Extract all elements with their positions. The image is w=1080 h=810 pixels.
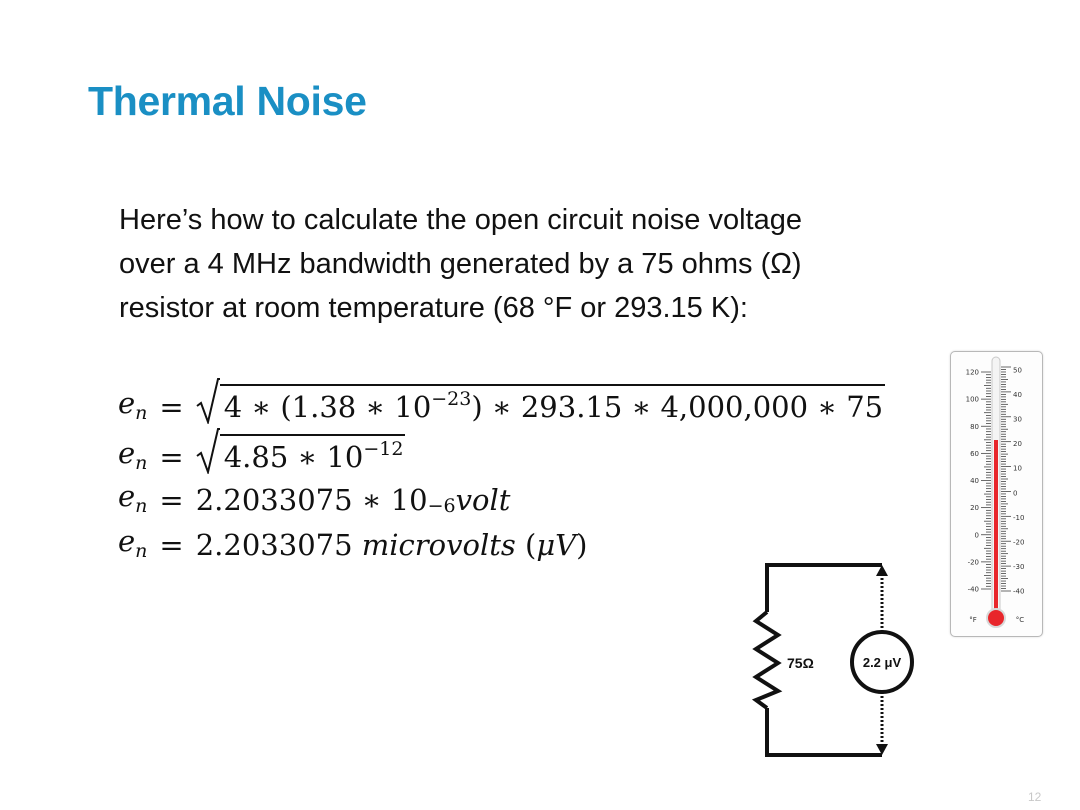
voltage-source-icon xyxy=(850,630,914,694)
fahrenheit-label: 20 xyxy=(970,504,979,512)
celsius-unit: °C xyxy=(1016,616,1025,624)
celsius-label: 0 xyxy=(1013,489,1017,497)
fahrenheit-label: 40 xyxy=(970,477,979,485)
fahrenheit-label: -20 xyxy=(968,558,979,566)
equation-1: en = 4 ∗ (1.38 ∗ 10−23) ∗ 293.15 ∗ 4,000… xyxy=(118,378,886,424)
equation-2: en = 4.85 ∗ 10−12 xyxy=(118,428,406,474)
fahrenheit-label: 60 xyxy=(970,450,979,458)
intro-line: resistor at room temperature (68 °F or 2… xyxy=(119,292,748,324)
radicand: 4 ∗ (1.38 ∗ 10−23) ∗ 293.15 ∗ 4,000,000 … xyxy=(219,384,886,424)
equals-sign: = xyxy=(159,483,184,517)
celsius-label: -10 xyxy=(1013,514,1024,522)
celsius-label: -40 xyxy=(1013,588,1024,596)
intro-paragraph: Here’s how to calculate the open circuit… xyxy=(119,198,999,330)
square-root: 4 ∗ (1.38 ∗ 10−23) ∗ 293.15 ∗ 4,000,000 … xyxy=(196,378,886,424)
fahrenheit-label: 0 xyxy=(975,531,979,539)
equation-4: en = 2.2033075 microvolts (μV) xyxy=(118,524,587,562)
circuit-schematic: 75Ω 2.2 μV xyxy=(751,563,914,757)
celsius-label: 30 xyxy=(1013,416,1022,424)
slide-title: Thermal Noise xyxy=(88,78,367,124)
celsius-label: 40 xyxy=(1013,391,1022,399)
fahrenheit-label: 80 xyxy=(970,423,979,431)
intro-line: over a 4 MHz bandwidth generated by a 75… xyxy=(119,248,802,280)
noise-voltage-symbol: en xyxy=(118,479,148,517)
circuit-diagram: 75Ω 2.2 μV xyxy=(750,560,925,765)
fahrenheit-label: 100 xyxy=(966,396,979,404)
fahrenheit-label: -40 xyxy=(968,586,979,594)
celsius-label: -20 xyxy=(1013,538,1024,546)
result-value: 2.2033075 ∗ 10 xyxy=(195,483,428,517)
equals-sign: = xyxy=(159,528,184,562)
equals-sign: = xyxy=(159,440,184,474)
celsius-label: 50 xyxy=(1013,367,1022,375)
fahrenheit-unit: °F xyxy=(969,616,977,624)
celsius-label: 10 xyxy=(1013,465,1022,473)
fahrenheit-label: 120 xyxy=(966,369,979,377)
radical-sign-icon xyxy=(196,428,220,474)
page-number: 12 xyxy=(1028,790,1042,804)
equals-sign: = xyxy=(159,390,184,424)
unit-volt: volt xyxy=(455,483,511,517)
noise-voltage-symbol: en xyxy=(118,524,148,562)
intro-line: Here’s how to calculate the open circuit… xyxy=(119,204,802,236)
noise-voltage-symbol: en xyxy=(118,436,148,474)
resistor-label: 75Ω xyxy=(787,655,814,671)
celsius-label: 20 xyxy=(1013,440,1022,448)
source-voltage-label: 2.2 μV xyxy=(863,655,902,670)
result-value: 2.2033075 microvolts (μV) xyxy=(195,528,588,562)
celsius-label: -30 xyxy=(1013,563,1024,571)
radicand: 4.85 ∗ 10−12 xyxy=(219,434,406,474)
square-root: 4.85 ∗ 10−12 xyxy=(196,428,406,474)
noise-voltage-symbol: en xyxy=(118,386,148,424)
exponent: −6 xyxy=(427,495,456,517)
radical-sign-icon xyxy=(196,378,220,424)
resistor-icon xyxy=(751,610,783,710)
